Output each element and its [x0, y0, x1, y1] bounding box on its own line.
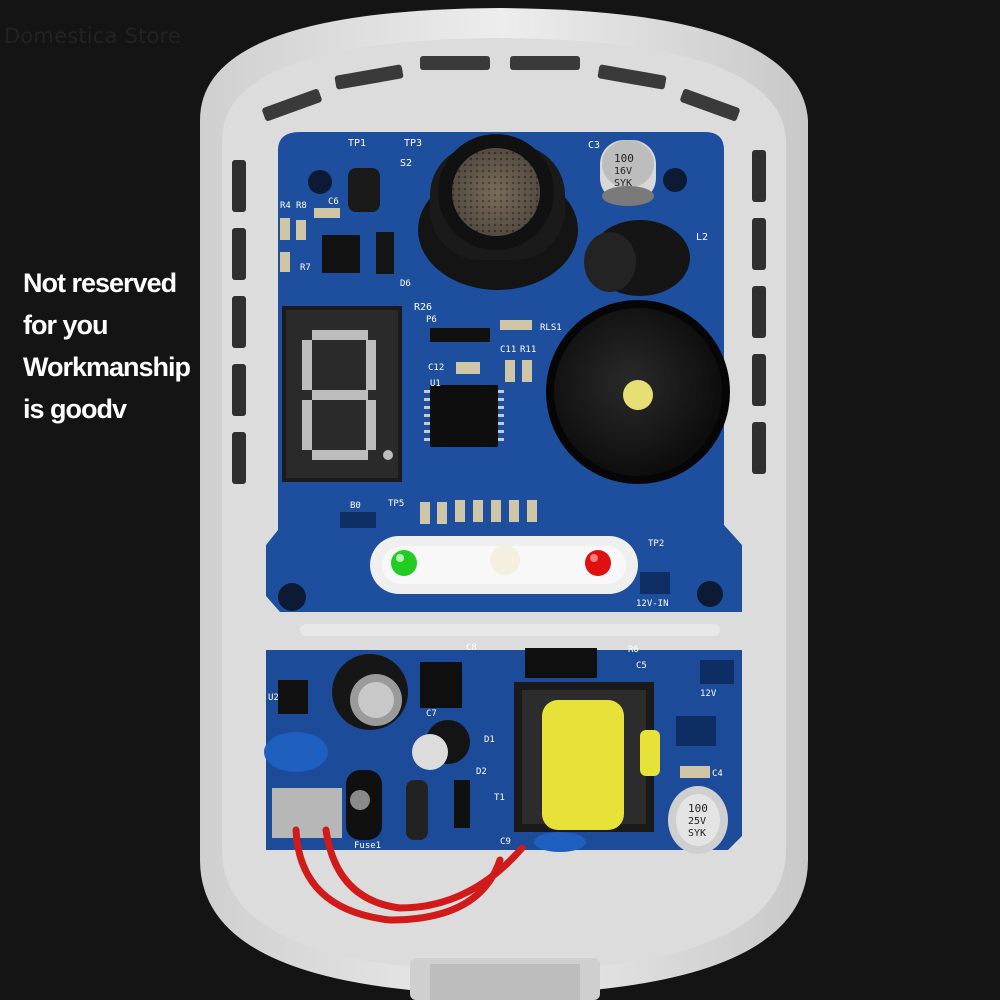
caption-line-3: Workmanship: [23, 352, 191, 382]
label-c4: C4: [712, 769, 723, 779]
label-cap-bottom-value: 100: [688, 802, 708, 815]
top-vents: [262, 56, 740, 121]
led-white: [490, 545, 520, 575]
label-cap-top-value: 100: [614, 152, 634, 165]
label-d6: D6: [400, 279, 411, 289]
label-tp5: TP5: [388, 499, 404, 509]
label-fuse: Fuse1: [354, 841, 381, 851]
ic-chip: [424, 385, 504, 447]
label-c7: C7: [426, 709, 437, 719]
label-r11: R11: [520, 345, 536, 355]
label-l2: L2: [696, 232, 708, 243]
label-cap-bottom-brand: SYK: [688, 828, 706, 839]
label-r8: R8: [296, 201, 307, 211]
capacitor-top: [600, 140, 656, 206]
lower-pcb: [264, 648, 742, 854]
label-r7: R7: [300, 263, 311, 273]
label-rls1: RLS1: [540, 323, 562, 333]
label-c11: C11: [500, 345, 516, 355]
store-watermark: Domestica Store: [4, 24, 181, 48]
label-power-in: 12V-IN: [636, 599, 669, 609]
smd-components: [280, 168, 670, 594]
seven-segment-display: [282, 306, 402, 482]
label-cap-top-voltage: 16V: [614, 166, 632, 177]
caption-line-1: Not reserved: [23, 268, 177, 298]
label-cap-top-brand: SYK: [614, 178, 632, 189]
buzzer: [546, 300, 730, 484]
gas-sensor: [418, 134, 578, 290]
label-c6: C6: [328, 197, 339, 207]
label-s2: S2: [400, 158, 412, 169]
pcb-silkscreen: TP1 TP3 S2 C3 100 16V SYK R4 R8 C6 L2 R7…: [268, 138, 723, 851]
caption-line-4: is goodv: [23, 394, 127, 424]
power-wires: [292, 826, 526, 924]
led-red: [585, 550, 611, 576]
promo-caption: Not reserved for you Workmanship is good…: [23, 262, 253, 430]
label-b0: B0: [350, 501, 361, 511]
label-c8: C8: [466, 643, 477, 653]
label-d2: D2: [476, 767, 487, 777]
label-t1: T1: [494, 793, 505, 803]
label-12v: 12V: [700, 689, 717, 699]
label-tp1: TP1: [348, 138, 366, 149]
label-c3: C3: [588, 140, 600, 151]
label-cap-bottom-voltage: 25V: [688, 816, 706, 827]
label-p6: P6: [426, 315, 437, 325]
led-light-guide: [370, 536, 638, 594]
label-tp3: TP3: [404, 138, 422, 149]
label-c9: C9: [500, 837, 511, 847]
label-d1: D1: [484, 735, 495, 745]
inductor: [584, 220, 690, 296]
label-c5: C5: [636, 661, 647, 671]
label-r6: R6: [628, 645, 639, 655]
label-c12: C12: [428, 363, 444, 373]
side-vents-right: [752, 150, 766, 474]
label-r26: R26: [414, 302, 432, 313]
label-u1: U1: [430, 379, 441, 389]
label-u2: U2: [268, 693, 279, 703]
label-tp2: TP2: [648, 539, 664, 549]
label-r4: R4: [280, 201, 291, 211]
caption-line-2: for you: [23, 310, 109, 340]
led-green: [391, 550, 417, 576]
side-vents-left: [232, 160, 246, 484]
